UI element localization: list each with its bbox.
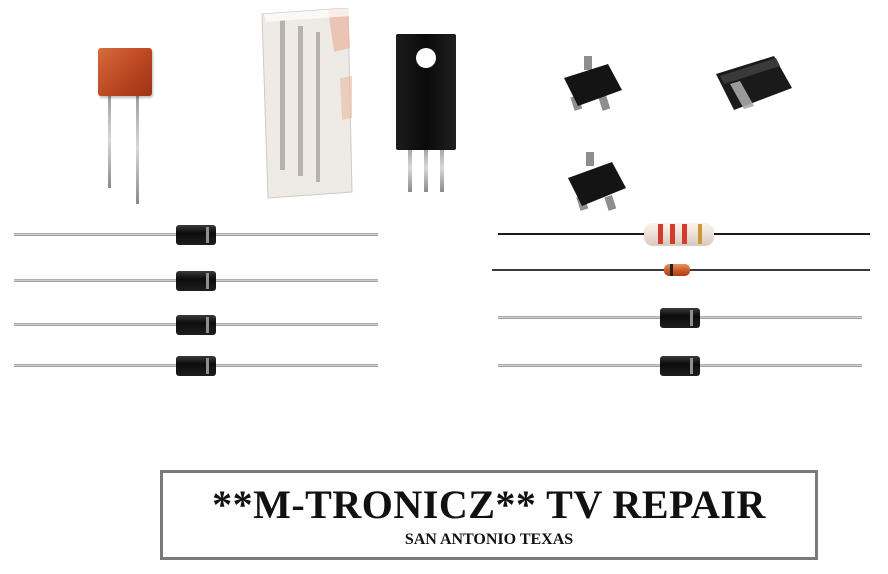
shop-location: SAN ANTONIO TEXAS bbox=[404, 531, 574, 548]
axial-diode-left-4 bbox=[14, 355, 378, 377]
axial-diode-left-1 bbox=[14, 224, 378, 246]
zener-diode bbox=[492, 262, 870, 278]
sot23-transistor-1 bbox=[560, 56, 626, 112]
heatsink-compound-packet bbox=[258, 7, 354, 200]
smd-diode bbox=[714, 54, 794, 112]
axial-diode-left-3 bbox=[14, 314, 378, 336]
shop-name: **M-TRONICZ** TV REPAIR bbox=[212, 482, 766, 527]
box-capacitor bbox=[96, 44, 156, 204]
axial-resistor bbox=[498, 222, 870, 248]
axial-diode-right-1 bbox=[498, 307, 862, 329]
to220-transistor bbox=[396, 34, 456, 192]
axial-diode-right-2 bbox=[498, 355, 862, 377]
sot23-transistor-2 bbox=[564, 152, 630, 212]
shop-banner: **M-TRONICZ** TV REPAIR SAN ANTONIO TEXA… bbox=[160, 470, 818, 560]
axial-diode-left-2 bbox=[14, 270, 378, 292]
